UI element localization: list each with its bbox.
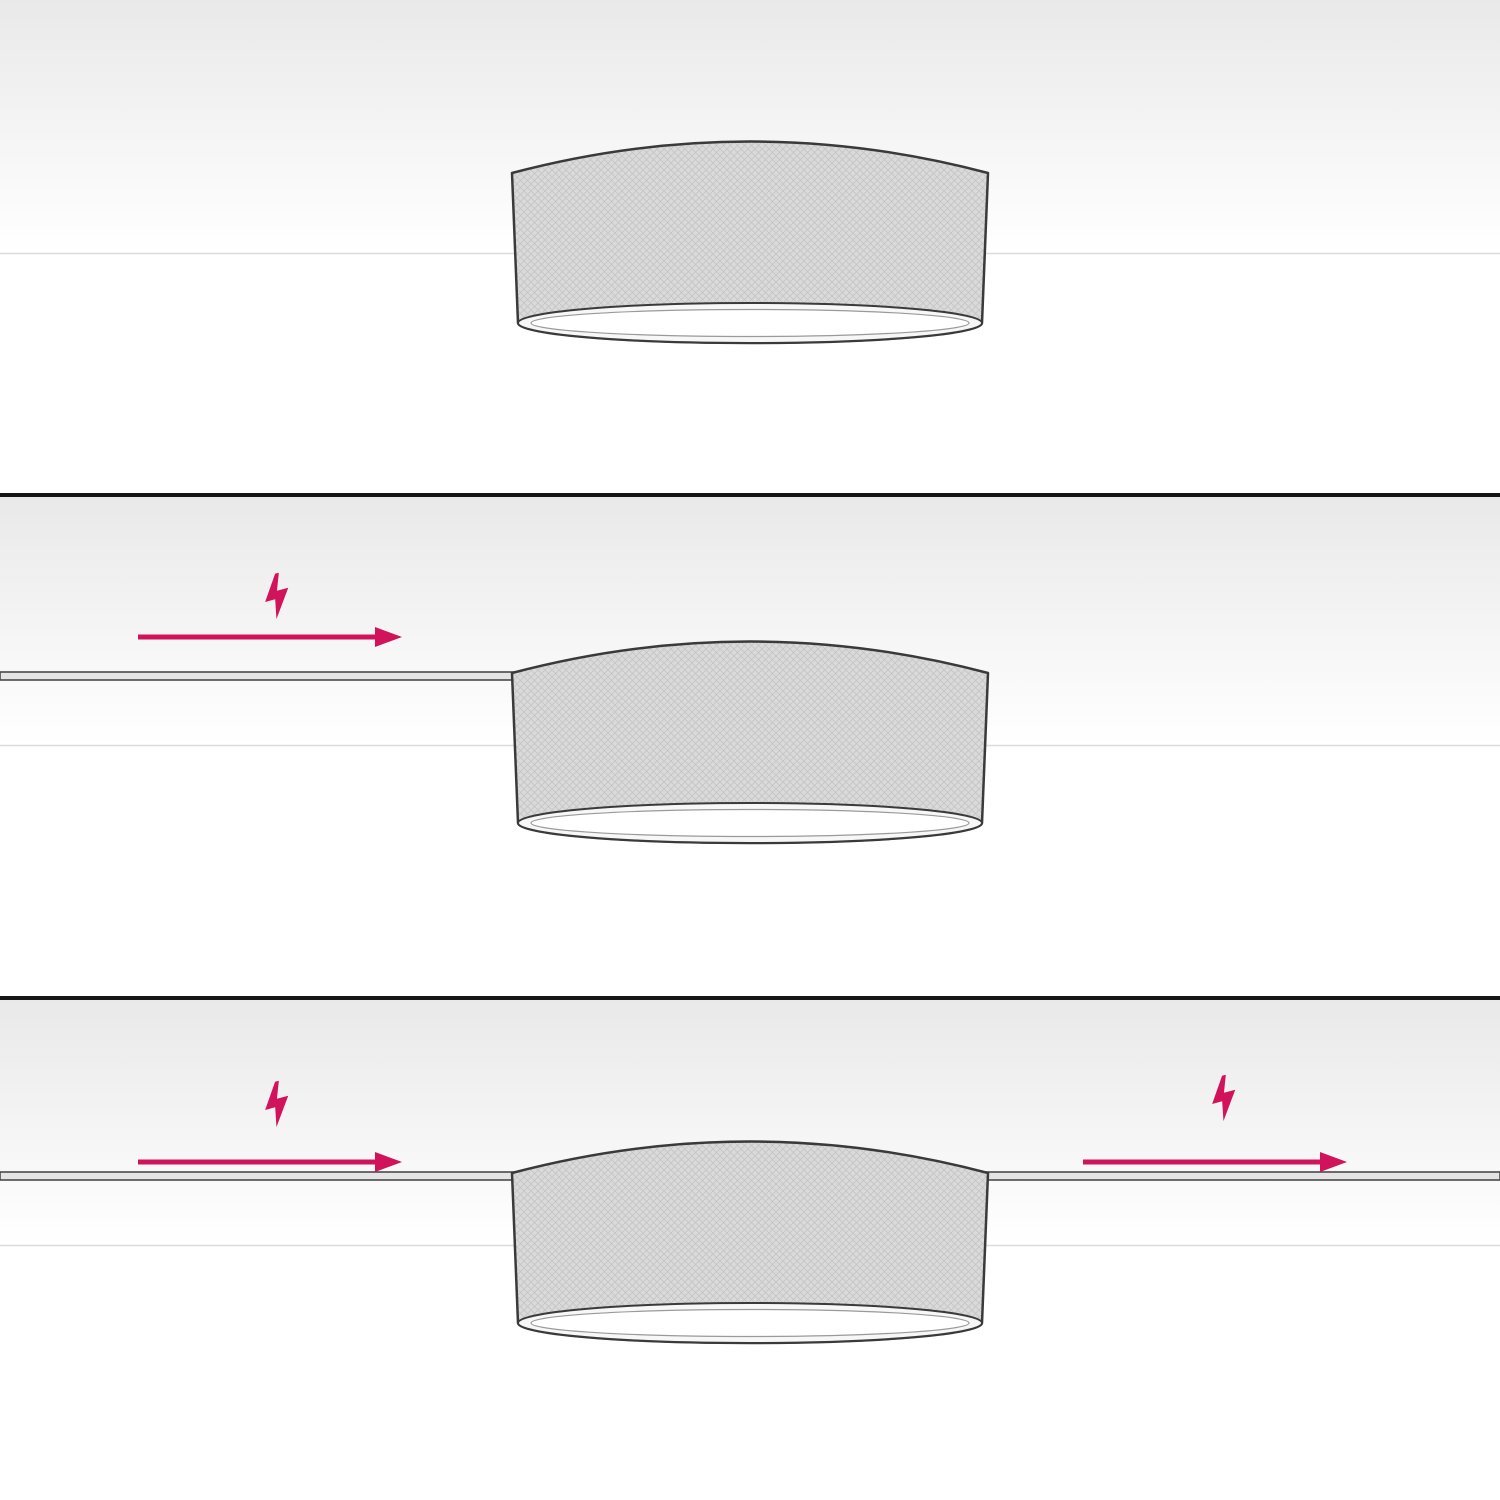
panel-divider [0,996,1500,1000]
drum-lampshade [510,640,990,845]
panel-power-pass-through [0,1000,1500,1345]
drum-lampshade [510,140,990,345]
power-cable-left [0,671,525,681]
panel-divider [0,493,1500,497]
panel-ceiling-lamp-only [0,0,1500,345]
drum-lampshade [510,1140,990,1345]
panel-power-in-left [0,497,1500,845]
